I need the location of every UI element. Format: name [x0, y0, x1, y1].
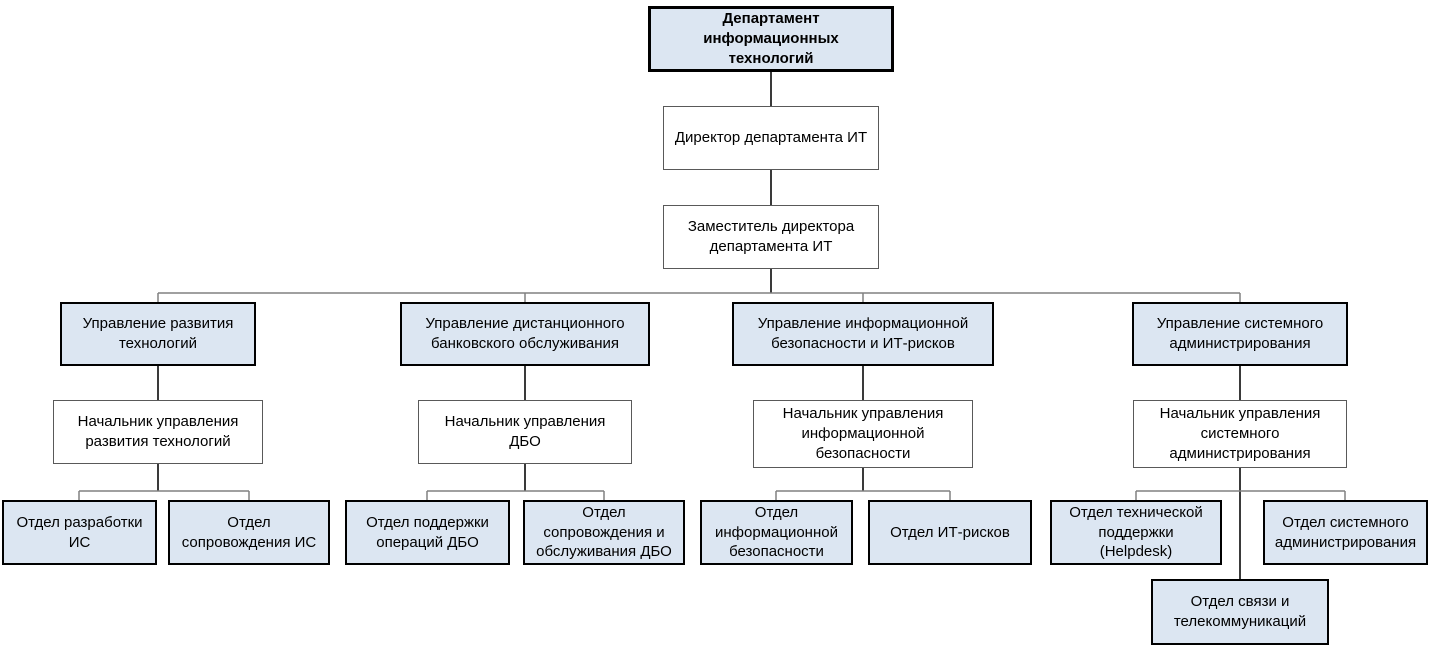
org-node-infosec-dept: Отдел информационной безопасности	[700, 500, 853, 565]
org-node-sysadmin-dept: Отдел системного администрирования	[1263, 500, 1428, 565]
org-node-it-department: Департамент информационных технологий	[648, 6, 894, 72]
org-node-is-maintenance-dept: Отдел сопровождения ИС	[168, 500, 330, 565]
org-node-remote-banking-division: Управление дистанционного банковского об…	[400, 302, 650, 366]
org-node-telecom-dept: Отдел связи и телекоммуникаций	[1151, 579, 1329, 645]
org-node-rbs-head: Начальник управления ДБО	[418, 400, 632, 464]
org-node-infosec-head: Начальник управления информационной безо…	[753, 400, 973, 468]
org-node-rbs-operations-support-dept: Отдел поддержки операций ДБО	[345, 500, 510, 565]
org-node-rbs-maintenance-dept: Отдел сопровождения и обслуживания ДБО	[523, 500, 685, 565]
org-node-sysadmin-division: Управление системного администрирования	[1132, 302, 1348, 366]
org-node-deputy-director: Заместитель директора департамента ИТ	[663, 205, 879, 269]
org-node-tech-dev-head: Начальник управления развития технологий	[53, 400, 263, 464]
org-node-tech-dev-division: Управление развития технологий	[60, 302, 256, 366]
org-node-infosec-division: Управление информационной безопасности и…	[732, 302, 994, 366]
org-node-is-development-dept: Отдел разработки ИС	[2, 500, 157, 565]
org-node-helpdesk-dept: Отдел технической поддержки (Helpdesk)	[1050, 500, 1222, 565]
org-node-sysadmin-head: Начальник управления системного админист…	[1133, 400, 1347, 468]
org-node-it-director: Директор департамента ИТ	[663, 106, 879, 170]
org-node-it-risks-dept: Отдел ИТ-рисков	[868, 500, 1032, 565]
